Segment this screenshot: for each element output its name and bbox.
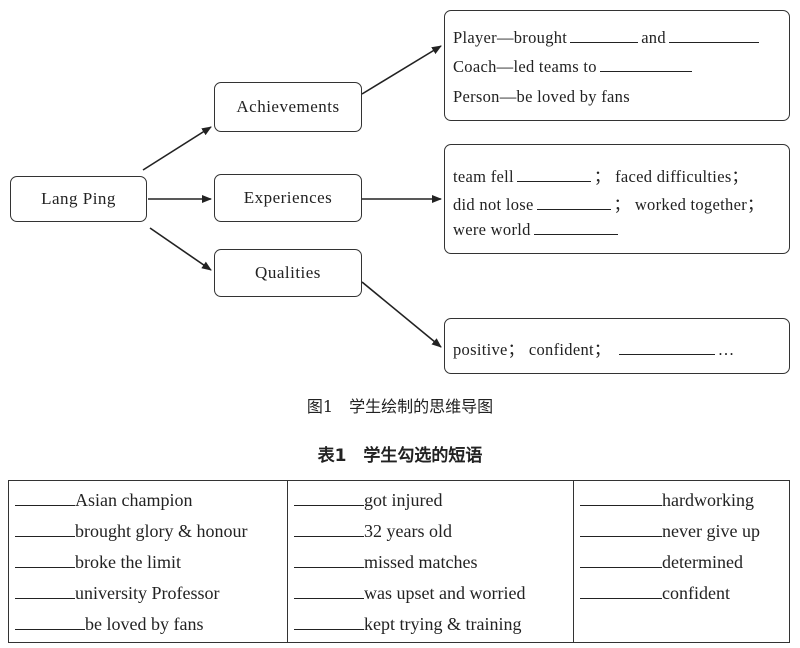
phrase-text: confident xyxy=(662,583,730,603)
answer-blank xyxy=(570,30,639,43)
phrase-item[interactable]: was upset and worried xyxy=(294,578,567,609)
phrase-item[interactable]: university Professor xyxy=(15,578,281,609)
achievements-line-player: Player—brought and xyxy=(453,28,762,48)
root-node-label: Lang Ping xyxy=(41,189,116,208)
table-row: Asian champion brought glory & honour br… xyxy=(8,480,790,643)
arrow-qualities-to-details xyxy=(361,281,442,348)
checkbox-blank[interactable] xyxy=(294,611,364,630)
checkbox-blank[interactable] xyxy=(580,549,662,568)
phrase-column-achievements: Asian champion brought glory & honour br… xyxy=(8,480,288,643)
phrase-item[interactable]: missed matches xyxy=(294,547,567,578)
answer-blank xyxy=(533,222,618,235)
checkbox-blank[interactable] xyxy=(580,518,662,537)
qualities-details-box: positive； confident； … xyxy=(444,318,790,374)
experiences-line-3: were world xyxy=(453,220,621,240)
phrase-item[interactable]: brought glory & honour xyxy=(15,516,281,547)
achievements-line3-text: Person—be loved by fans xyxy=(453,87,630,106)
achievements-line-person: Person—be loved by fans xyxy=(453,87,630,107)
checkbox-blank[interactable] xyxy=(15,487,75,506)
phrase-item[interactable]: hardworking xyxy=(580,485,783,516)
phrase-text: 32 years old xyxy=(364,521,452,541)
figure-caption: 图1 学生绘制的思维导图 xyxy=(306,397,494,416)
checkbox-blank[interactable] xyxy=(15,580,75,599)
experiences-line2-text-b: ； worked together； xyxy=(613,195,764,214)
phrase-column-qualities: hardworking never give up determined con… xyxy=(573,480,790,643)
branch-node-qualities: Qualities xyxy=(214,249,362,297)
answer-blank xyxy=(536,197,611,210)
checkbox-blank[interactable] xyxy=(294,487,364,506)
achievements-details-box: Player—brought and Coach—led teams to Per… xyxy=(444,10,790,121)
phrase-text: missed matches xyxy=(364,552,478,572)
arrow-root-to-achievements xyxy=(142,126,212,171)
qualities-line-text-a: positive； confident； xyxy=(453,340,611,359)
branch-label-achievements: Achievements xyxy=(236,97,340,116)
phrase-text: Asian champion xyxy=(75,490,193,510)
answer-blank xyxy=(668,30,759,43)
branch-label-qualities: Qualities xyxy=(255,263,321,282)
phrase-item[interactable]: confident xyxy=(580,578,783,609)
branch-label-experiences: Experiences xyxy=(243,188,333,207)
achievements-line2-text: Coach—led teams to xyxy=(453,57,597,76)
experiences-line1-text-a: team fell xyxy=(453,167,514,186)
branch-node-experiences: Experiences xyxy=(214,174,362,222)
phrase-item[interactable]: got injured xyxy=(294,485,567,516)
checkbox-blank[interactable] xyxy=(15,611,85,630)
arrow-root-to-qualities xyxy=(149,227,212,271)
root-node-lang-ping: Lang Ping xyxy=(10,176,147,222)
phrase-table: Asian champion brought glory & honour br… xyxy=(8,480,790,643)
phrase-text: kept trying & training xyxy=(364,614,522,634)
phrase-item[interactable]: never give up xyxy=(580,516,783,547)
qualities-line-text-b: … xyxy=(717,340,735,359)
checkbox-blank[interactable] xyxy=(294,549,364,568)
checkbox-blank[interactable] xyxy=(294,580,364,599)
experiences-line-2: did not lose ； worked together； xyxy=(453,191,764,215)
phrase-column-experiences: got injured 32 years old missed matches … xyxy=(287,480,574,643)
phrase-text: never give up xyxy=(662,521,760,541)
phrase-text: be loved by fans xyxy=(85,614,204,634)
experiences-line3-text: were world xyxy=(453,220,531,239)
qualities-line: positive； confident； … xyxy=(453,336,735,360)
phrase-item[interactable]: kept trying & training xyxy=(294,609,567,640)
checkbox-blank[interactable] xyxy=(580,580,662,599)
table-caption: 表1 学生勾选的短语 xyxy=(317,446,483,466)
phrase-item[interactable]: be loved by fans xyxy=(15,609,281,640)
phrase-item[interactable]: 32 years old xyxy=(294,516,567,547)
checkbox-blank[interactable] xyxy=(15,518,75,537)
checkbox-blank[interactable] xyxy=(580,487,662,506)
phrase-text: university Professor xyxy=(75,583,220,603)
answer-blank xyxy=(599,59,692,72)
checkbox-blank[interactable] xyxy=(15,549,75,568)
phrase-item[interactable]: determined xyxy=(580,547,783,578)
phrase-text: brought glory & honour xyxy=(75,521,248,541)
connector-arrows xyxy=(142,45,442,348)
experiences-line-1: team fell ； faced difficulties； xyxy=(453,163,748,187)
experiences-line2-text-a: did not lose xyxy=(453,195,534,214)
phrase-text: got injured xyxy=(364,490,443,510)
phrase-text: broke the limit xyxy=(75,552,181,572)
checkbox-blank[interactable] xyxy=(294,518,364,537)
experiences-details-box: team fell ； faced difficulties； did not l… xyxy=(444,144,790,254)
phrase-item[interactable]: Asian champion xyxy=(15,485,281,516)
answer-blank xyxy=(618,342,715,355)
achievements-line1-text-b: and xyxy=(641,28,666,47)
phrase-text: was upset and worried xyxy=(364,583,526,603)
phrase-item[interactable]: broke the limit xyxy=(15,547,281,578)
branch-node-achievements: Achievements xyxy=(214,82,362,132)
achievements-line1-text-a: Player—brought xyxy=(453,28,568,47)
phrase-text: determined xyxy=(662,552,743,572)
experiences-line1-text-b: ； faced difficulties； xyxy=(593,167,749,186)
phrase-text: hardworking xyxy=(662,490,754,510)
arrow-achievements-to-details xyxy=(361,45,442,95)
answer-blank xyxy=(516,169,591,182)
achievements-line-coach: Coach—led teams to xyxy=(453,57,695,77)
